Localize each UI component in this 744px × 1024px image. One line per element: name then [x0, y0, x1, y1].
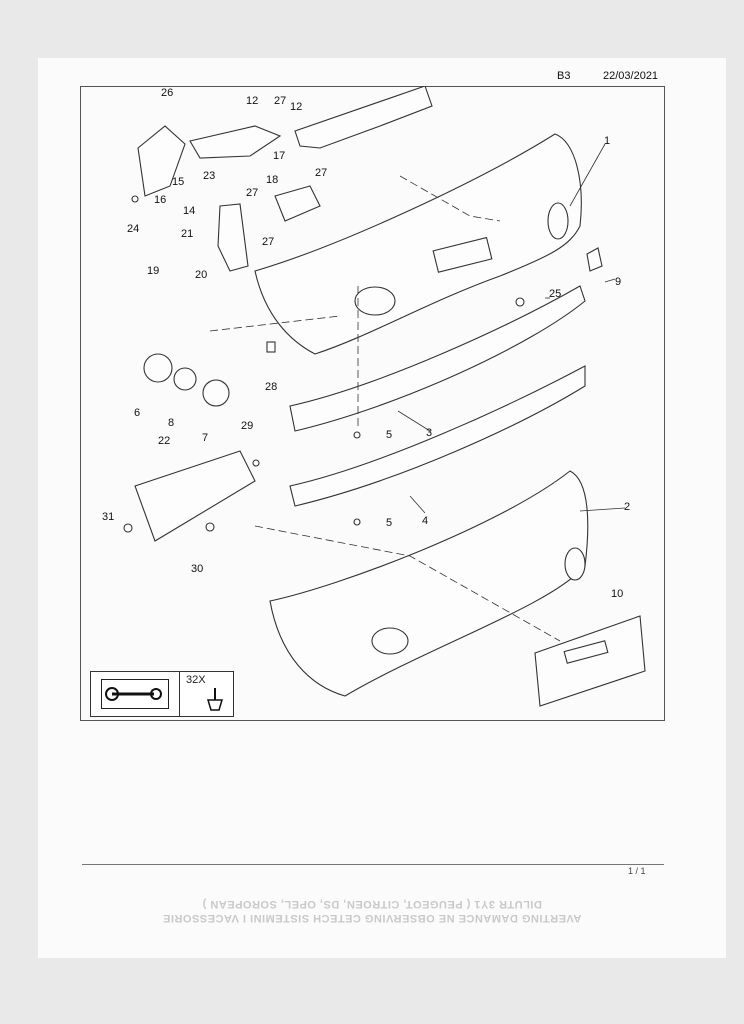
callout-10: 10	[611, 588, 623, 600]
callout-20: 20	[195, 269, 207, 281]
fog-recess-lower-right	[564, 547, 586, 581]
footer-rule	[82, 864, 664, 865]
plate-slot	[563, 640, 609, 664]
plate-recess	[432, 236, 493, 273]
clip-9	[586, 247, 603, 272]
callout-23: 23	[203, 170, 215, 182]
page-number: 1 / 1	[628, 866, 646, 876]
callout-25: 25	[549, 288, 561, 300]
callout-6: 6	[134, 407, 140, 419]
fog-recess-left	[354, 286, 396, 316]
side-bracket-left	[137, 125, 186, 197]
ghost-text-line1: DILUTR 3Y1 ( PEUGEOT, CITROEN, DS, OPEL,…	[202, 898, 542, 910]
callout-18: 18	[266, 174, 278, 186]
mount-bracket-19	[217, 203, 249, 272]
callout-16: 16	[154, 194, 166, 206]
bumper-cover-upper	[254, 133, 582, 355]
callout-3: 3	[426, 427, 432, 439]
mount-bracket-17	[274, 185, 321, 222]
dash-d	[209, 315, 341, 332]
callout-4: 4	[422, 515, 428, 527]
callout-5b: 5	[386, 517, 392, 529]
ghost-text-line2: AVERTING DAMANCE NE OBSERVING CETECH SIS…	[162, 912, 582, 924]
callout-9: 9	[615, 276, 621, 288]
callout-12b: 12	[290, 101, 302, 113]
callout-27a: 27	[274, 95, 286, 107]
sheet-date: 22/03/2021	[603, 70, 659, 82]
fastener-5a	[353, 431, 361, 439]
tool-quantity: 32X	[186, 674, 206, 686]
clip-28	[266, 341, 276, 353]
fastener-29	[252, 459, 260, 467]
sheet-code: B3	[557, 70, 571, 82]
callout-24: 24	[127, 223, 139, 235]
diagram-frame	[80, 86, 665, 721]
fastener-31	[123, 523, 133, 533]
upper-beam-bracket	[294, 86, 433, 149]
callout-27b: 27	[315, 167, 327, 179]
callout-7: 7	[202, 432, 208, 444]
center-bracket	[189, 125, 282, 159]
exploded-parts-diagram: 1 2 3 4 5 5 6 7 8 9 10 11 12 12 13 14 15…	[102, 86, 646, 707]
clip-fastener-icon	[206, 688, 224, 711]
callout-29: 29	[241, 420, 253, 432]
callout-31: 31	[102, 511, 114, 523]
fastener-30	[205, 522, 215, 532]
callout-27d: 27	[262, 236, 274, 248]
fastener-25	[515, 297, 525, 307]
fastener-5b	[353, 518, 361, 526]
callout-1: 1	[604, 135, 610, 147]
fog-recess-right	[547, 202, 569, 240]
fog-lamp-6	[143, 353, 173, 383]
callout-14: 14	[183, 205, 195, 217]
callout-15: 15	[172, 176, 184, 188]
dash-c	[254, 525, 561, 642]
callout-17: 17	[273, 150, 285, 162]
callout-28: 28	[265, 381, 277, 393]
callout-12a: 12	[246, 95, 258, 107]
callout-2: 2	[624, 501, 630, 513]
tool-info-box: 32X	[90, 671, 234, 717]
callout-27c: 27	[246, 187, 258, 199]
fastener-24	[131, 195, 139, 203]
fog-lamp-7	[202, 379, 230, 407]
callout-30: 30	[191, 563, 203, 575]
ring-8	[173, 367, 197, 391]
callout-22: 22	[158, 435, 170, 447]
callout-5a: 5	[386, 429, 392, 441]
callout-21: 21	[181, 228, 193, 240]
fog-recess-lower-left	[371, 627, 409, 655]
plate-bracket-10	[534, 615, 646, 707]
lower-strip-3	[289, 285, 586, 432]
lower-strip-4	[289, 365, 586, 507]
tool-left-panel	[91, 672, 180, 716]
callout-19: 19	[147, 265, 159, 277]
wrench-manual-icon	[101, 679, 169, 709]
callout-26: 26	[161, 87, 173, 99]
lower-valance-22	[134, 450, 256, 542]
dash-a	[399, 175, 501, 222]
callout-8: 8	[168, 417, 174, 429]
